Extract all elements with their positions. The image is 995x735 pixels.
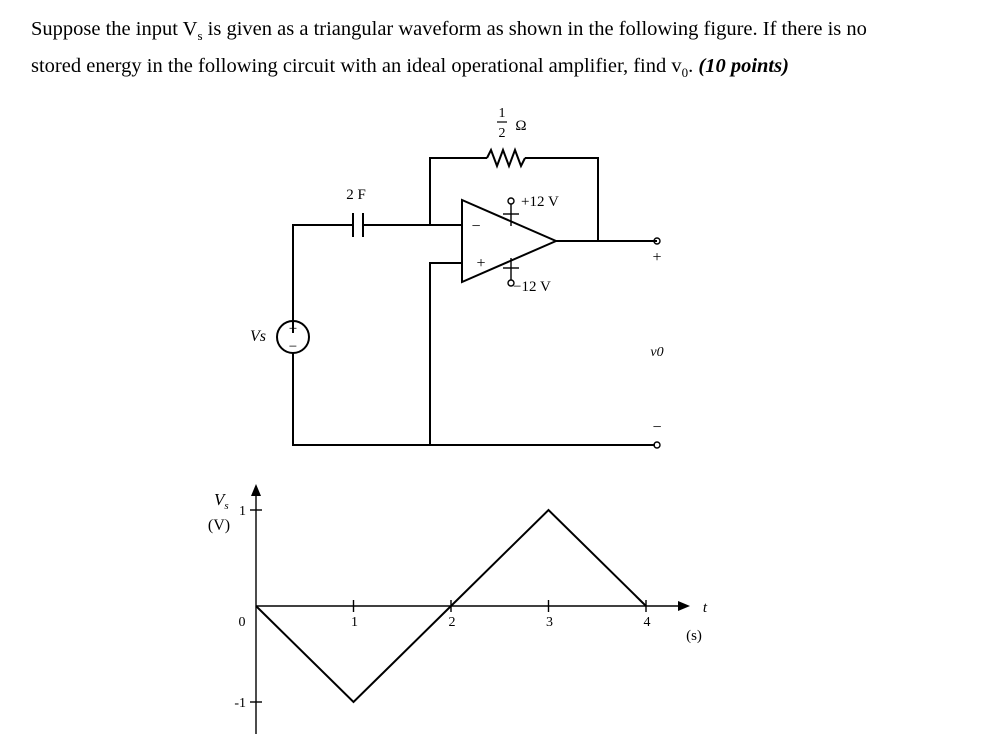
opamp-triangle (461, 198, 559, 284)
feedback-wire-right (525, 157, 599, 241)
waveform-graph: 0 1 2 3 4 1 -1 Vs (V) t (s) (208, 484, 708, 734)
problem-line2-sub: 0 (681, 65, 689, 81)
ylabel-top: Vs (214, 490, 229, 512)
ground-return-wire (292, 353, 655, 446)
x-tick-label: 4 (644, 615, 651, 630)
y-tick-label: -1 (234, 696, 246, 711)
points-label: (10 points) (698, 55, 789, 78)
output-terminal-top (653, 237, 661, 245)
source-plus: + (289, 321, 297, 337)
x-tick-label: 3 (546, 615, 553, 630)
noninverting-ground-wire (429, 262, 462, 445)
x-tick-label: 2 (449, 615, 456, 630)
x-tick-label: 1 (351, 615, 358, 630)
resistor-num: 1 (499, 106, 506, 121)
resistor (486, 147, 526, 169)
resistor-den: 2 (499, 126, 506, 141)
supply-neg-terminal (507, 279, 515, 287)
supply-neg-label: −12 V (513, 279, 551, 295)
waveform-marks: 0 1 2 3 4 1 -1 (234, 504, 650, 711)
output-plus: + (652, 249, 661, 266)
capacitor-label: 2 F (346, 187, 366, 203)
opamp-minus: − (471, 218, 480, 235)
source-label: Vs (250, 328, 266, 345)
problem-line1-pre: Suppose the input V (31, 18, 198, 40)
supply-pos-terminal (507, 197, 515, 205)
opamp-plus: + (476, 255, 485, 272)
circuit-diagram: 1 2 Ω 2 F − + +12 V −12 V + v0 − + − V (250, 106, 664, 449)
xlabel: t (703, 600, 708, 616)
resistor-unit: Ω (515, 118, 526, 134)
ylabel-unit: (V) (208, 517, 230, 534)
problem-line2-pre: stored energy in the following circuit w… (31, 55, 682, 78)
problem-line1-post: is given as a triangular waveform as sho… (202, 18, 867, 40)
source-minus: − (289, 339, 297, 355)
feedback-wire-left (429, 157, 487, 225)
problem-statement: Suppose the input Vs is given as a trian… (31, 14, 981, 88)
y-tick-label: 1 (239, 504, 246, 519)
output-label: v0 (650, 345, 663, 360)
problem-line1-sub: s (197, 28, 203, 44)
x-axis-arrow (678, 601, 690, 611)
problem-line2-post: . (688, 55, 699, 78)
source-top-wire (292, 224, 353, 333)
output-minus: − (652, 419, 661, 436)
supply-pos-label: +12 V (521, 194, 559, 210)
xlabel-unit: (s) (686, 628, 702, 644)
x-tick-label: 0 (239, 615, 246, 630)
y-axis-arrow (251, 484, 261, 496)
output-terminal-bottom (653, 441, 661, 449)
